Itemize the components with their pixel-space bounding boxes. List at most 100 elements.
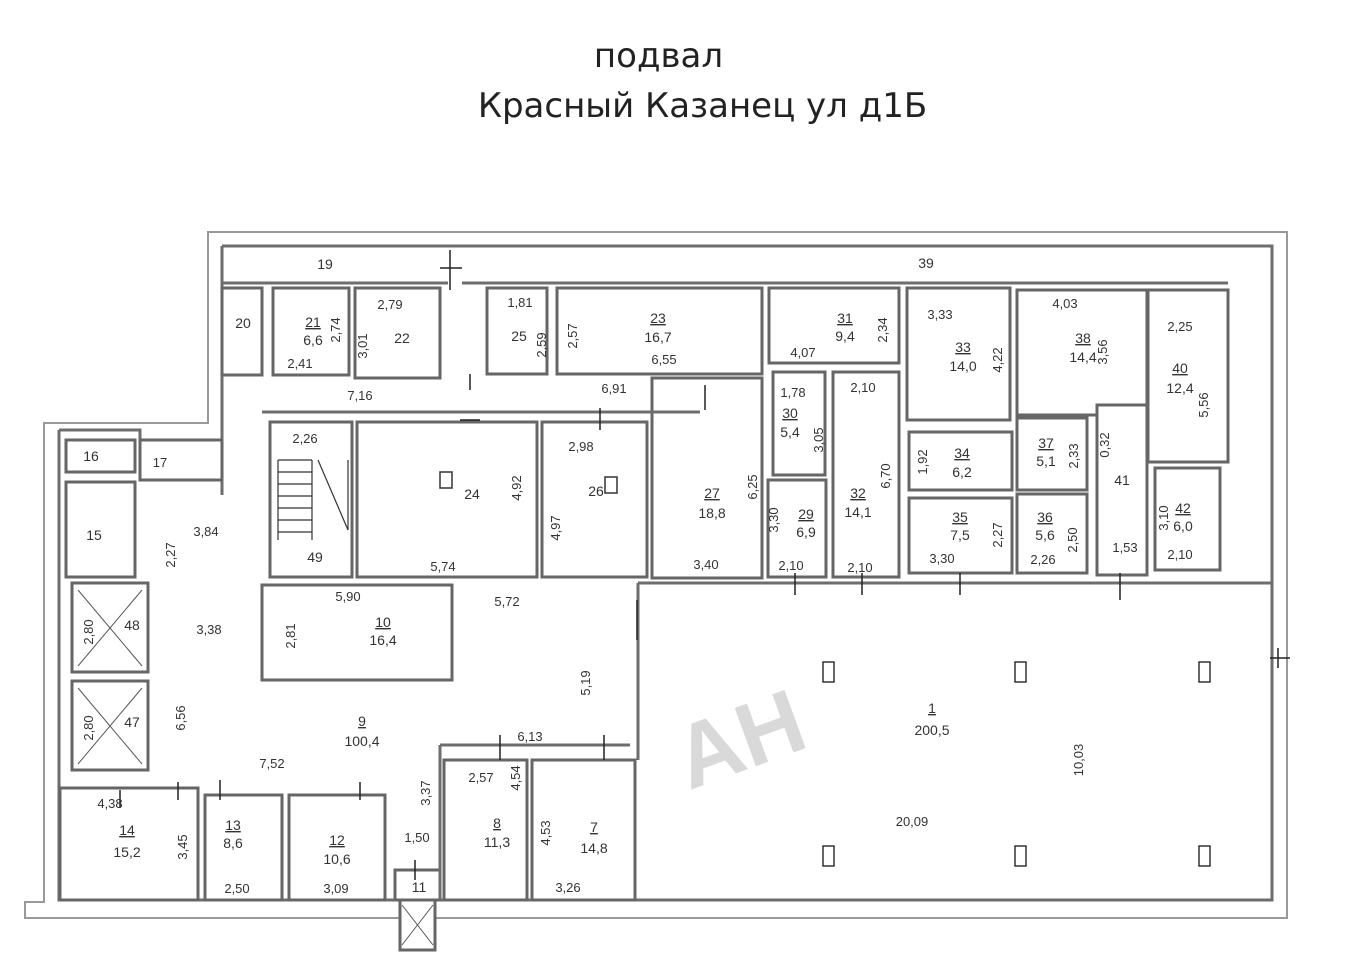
room-area: 14,4 (1069, 349, 1096, 365)
dimension: 0,32 (1097, 432, 1112, 457)
room-number: 40 (1172, 360, 1188, 376)
room-number: 48 (124, 617, 140, 633)
dimension: 3,40 (693, 557, 718, 572)
room-area: 12,4 (1166, 380, 1193, 396)
room-number: 39 (918, 255, 934, 271)
dimension: 4,38 (97, 796, 122, 811)
room-number: 26 (588, 483, 604, 499)
room-number: 20 (235, 315, 251, 331)
room-number: 13 (225, 817, 241, 833)
dimension: 2,10 (778, 558, 803, 573)
room-number: 7 (590, 819, 598, 835)
room-area: 9,4 (835, 328, 855, 344)
room-number: 9 (358, 713, 366, 729)
room-number: 27 (704, 485, 720, 501)
dimension: 2,50 (1065, 527, 1080, 552)
dimension: 4,97 (548, 515, 563, 540)
dimension: 2,41 (287, 356, 312, 371)
plan-title-floor: подвал (593, 36, 724, 76)
dimension: 6,25 (745, 474, 760, 499)
columns (439, 471, 1211, 867)
room-number: 19 (317, 256, 333, 272)
room-number: 11 (412, 879, 427, 895)
room-area: 5,1 (1036, 453, 1056, 469)
room-number: 32 (850, 485, 866, 501)
room-area: 16,7 (644, 329, 671, 345)
dimension: 2,57 (468, 770, 493, 785)
dimension: 1,92 (915, 449, 930, 474)
room-area: 10,6 (323, 851, 350, 867)
dimension: 6,91 (601, 381, 626, 396)
dimension: 6,13 (517, 729, 542, 744)
dimension: 2,57 (565, 323, 580, 348)
room-number: 49 (307, 549, 323, 565)
room-number: 25 (511, 328, 527, 344)
dimension: 3,26 (555, 880, 580, 895)
room-number: 8 (493, 815, 501, 831)
room-number: 14 (119, 822, 135, 838)
room-number: 30 (782, 405, 798, 421)
dimension: 6,70 (878, 463, 893, 488)
dimension: 3,38 (196, 622, 221, 637)
room-number: 29 (798, 506, 814, 522)
room-number: 41 (1114, 472, 1130, 488)
room-number: 37 (1038, 435, 1054, 451)
room-area: 6,0 (1173, 518, 1193, 534)
dimension-labels: 2,74 2,41 2,79 3,01 1,81 2,59 2,57 6,55 … (81, 295, 1211, 896)
dimension: 2,25 (1167, 319, 1192, 334)
dimension: 5,19 (578, 670, 593, 695)
room-area: 200,5 (914, 722, 949, 738)
room-number: 1 (928, 700, 936, 716)
dimension: 3,30 (929, 551, 954, 566)
plan-title-address: Красный Казанец ул д1Б (477, 86, 928, 126)
dimension: 4,54 (508, 765, 523, 790)
room-area: 14,0 (949, 358, 976, 374)
dimension: 2,59 (534, 332, 549, 357)
dimension: 2,80 (81, 619, 96, 644)
room-area: 14,8 (580, 840, 607, 856)
room-number: 47 (124, 714, 140, 730)
dimension: 3,56 (1095, 339, 1110, 364)
room-number: 33 (955, 339, 971, 355)
dimension: 2,74 (328, 317, 343, 342)
door-markers (119, 250, 1290, 880)
room-number: 42 (1175, 500, 1191, 516)
dimension: 5,74 (430, 559, 455, 574)
dimension: 4,03 (1052, 296, 1077, 311)
room-number: 21 (305, 314, 321, 330)
dimension: 4,07 (790, 345, 815, 360)
room-area: 5,6 (1035, 527, 1055, 543)
dimension: 2,26 (292, 431, 317, 446)
elevator-shafts (77, 589, 434, 946)
dimension: 5,90 (335, 589, 360, 604)
room-area: 18,8 (698, 505, 725, 521)
dimension: 1,78 (780, 385, 805, 400)
dimension: 3,30 (766, 507, 781, 532)
dimension: 2,27 (990, 522, 1005, 547)
dimension: 3,33 (927, 307, 952, 322)
dimension: 2,50 (224, 881, 249, 896)
room-number: 24 (464, 486, 480, 502)
dimension: 2,81 (283, 623, 298, 648)
room-labels: 19 39 20 21 6,6 22 25 23 16,7 31 9,4 33 … (83, 255, 1194, 895)
dimension: 3,05 (811, 427, 826, 452)
room-area: 6,6 (303, 332, 323, 348)
dimension: 5,72 (494, 594, 519, 609)
room-area: 6,2 (952, 464, 972, 480)
room-area: 6,9 (796, 524, 816, 540)
staircase (277, 459, 349, 540)
room-area: 7,5 (950, 527, 970, 543)
room-area: 100,4 (344, 733, 379, 749)
room-number: 31 (837, 310, 853, 326)
dimension: 6,56 (173, 705, 188, 730)
dimension: 3,84 (193, 524, 218, 539)
room-number: 35 (952, 509, 968, 525)
dimension: 3,37 (418, 780, 433, 805)
dimension: 2,10 (850, 380, 875, 395)
dimension: 2,33 (1066, 443, 1081, 468)
dimension: 1,53 (1112, 540, 1137, 555)
dimension: 3,45 (175, 834, 190, 859)
room-number: 38 (1075, 330, 1091, 346)
dimension: 20,09 (896, 814, 929, 829)
dimension: 7,16 (347, 388, 372, 403)
